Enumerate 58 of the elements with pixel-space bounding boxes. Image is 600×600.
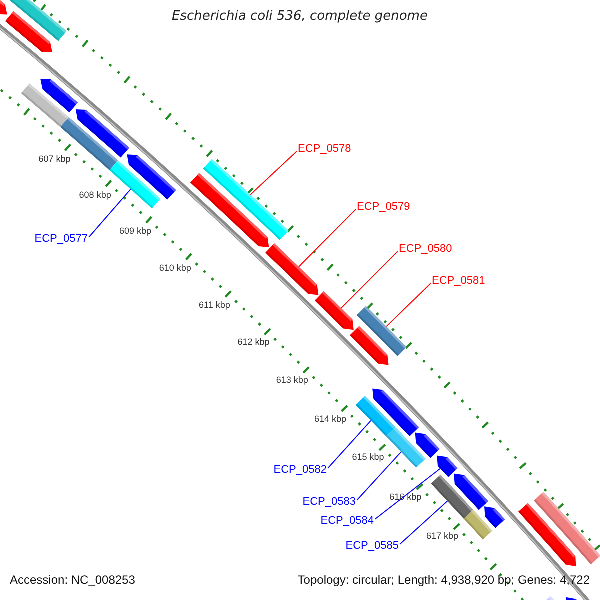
- leader-line: [374, 468, 441, 520]
- leader-line: [88, 188, 132, 238]
- gene-label: ECP_0581: [432, 275, 486, 288]
- gene-label: ECP_0583: [302, 496, 356, 509]
- accession-text: Accession: NC_008253: [10, 574, 136, 587]
- leader-line: [356, 452, 402, 501]
- gene-label: ECP_0577: [34, 233, 88, 246]
- gene-feature: [386, 427, 426, 468]
- scale-label: 609 kbp: [120, 226, 152, 236]
- gene-feature: [76, 110, 130, 158]
- gene-feature: [464, 510, 493, 540]
- gene-label: ECP_0578: [298, 143, 352, 156]
- scale-label: 616 kbp: [390, 492, 422, 502]
- gene-feature: [484, 506, 506, 528]
- gene-feature: [356, 306, 407, 356]
- scale-label: 617 kbp: [426, 531, 459, 542]
- scale-label: 607 kbp: [38, 154, 71, 164]
- gene-feature: [534, 492, 600, 564]
- scale-label: 610 kbp: [159, 262, 192, 272]
- gene-feature: [266, 244, 319, 296]
- gene-feature: [454, 474, 489, 510]
- genome-summary: Topology: circular; Length: 4,938,920 bp; Genes: 4,722: [298, 574, 590, 587]
- leader-line: [340, 251, 398, 309]
- scale-label: 611 kbp: [199, 300, 230, 310]
- gene-feature: [9, 0, 67, 42]
- gene-feature: [5, 11, 52, 52]
- leader-line: [328, 420, 372, 469]
- gene-feature: [314, 291, 354, 330]
- gene-feature: [21, 84, 69, 128]
- gene-feature: [350, 326, 389, 366]
- scale-label: 612 kbp: [238, 337, 270, 348]
- title: Escherichia coli 536, complete genome: [172, 9, 428, 24]
- gene-feature: [190, 173, 270, 248]
- gene-feature: [415, 432, 440, 458]
- scale-label: 614 kbp: [314, 414, 347, 424]
- gene-feature: [431, 474, 474, 519]
- gene-feature: [546, 596, 554, 600]
- leader-line: [250, 151, 298, 196]
- leader-line: [386, 283, 432, 328]
- gene-feature: [110, 160, 161, 209]
- gene-label: ECP_0579: [357, 201, 410, 214]
- gene-label: ECP_0580: [399, 243, 452, 256]
- gene-feature: [356, 396, 396, 436]
- scale-label: 615 kbp: [352, 452, 384, 462]
- scale-label: 608 kbp: [79, 190, 112, 200]
- leader-line: [298, 209, 356, 268]
- gene-feature: [127, 154, 176, 200]
- gene-label: ECP_0584: [320, 515, 374, 528]
- gene-feature: [518, 503, 576, 567]
- gene-label: ECP_0585: [346, 540, 399, 553]
- gene-feature: [372, 388, 420, 436]
- gene-feature: [203, 159, 289, 240]
- gene-feature: [40, 79, 78, 113]
- scale-label: 613 kbp: [276, 375, 308, 386]
- gene-feature: [566, 597, 577, 600]
- gene-feature: [437, 456, 458, 478]
- gene-feature: [0, 0, 8, 15]
- gene-label: ECP_0582: [274, 464, 327, 477]
